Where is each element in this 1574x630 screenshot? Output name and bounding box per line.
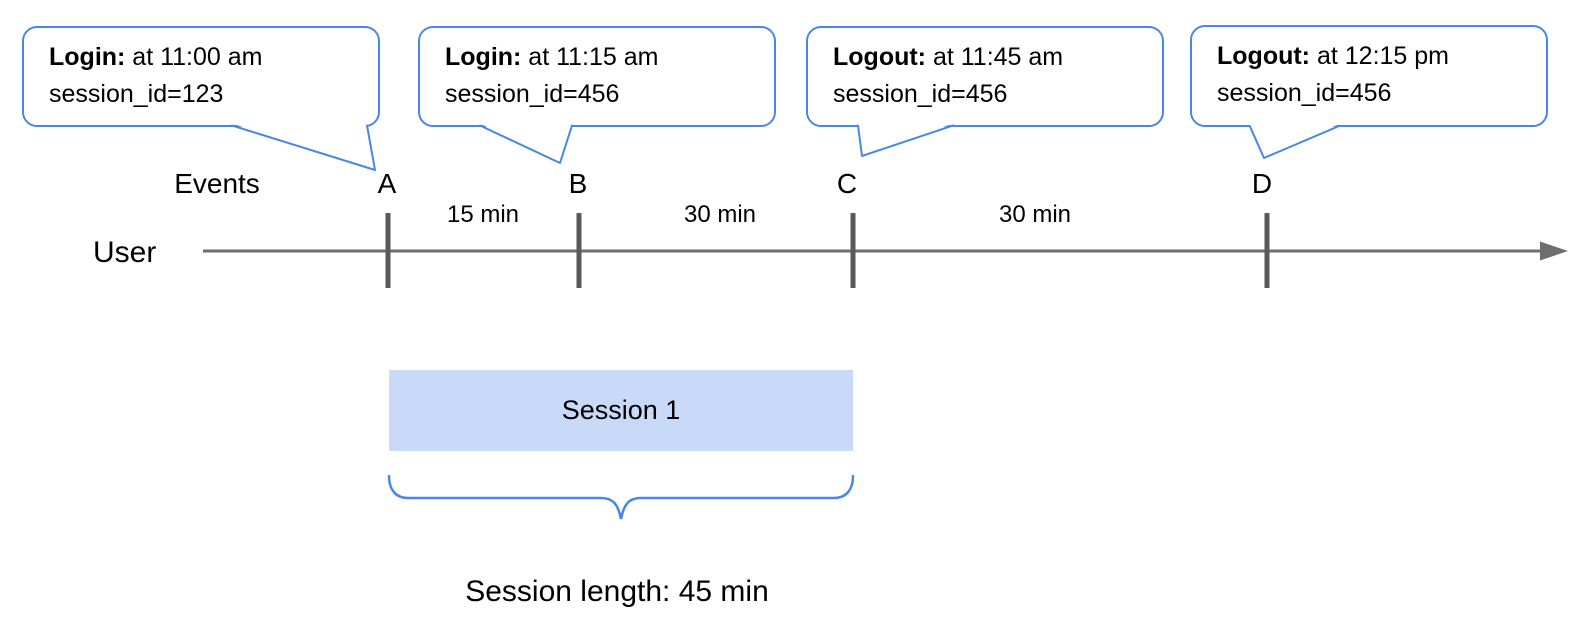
callout-text: Logout: at 12:15 pm session_id=456 xyxy=(1192,27,1546,112)
event-time-line: Login: at 11:15 am xyxy=(445,43,659,71)
event-time-line: Logout: at 12:15 pm xyxy=(1217,42,1449,70)
event-time-line: Login: at 11:00 am xyxy=(49,43,263,71)
event-type: Logout: xyxy=(833,43,927,71)
tick-label-b: B xyxy=(568,168,588,199)
session-box: Session 1 xyxy=(389,370,853,451)
tick-label-d: D xyxy=(1251,168,1273,199)
callout-login-b: Login: at 11:15 am session_id=456 xyxy=(418,26,776,127)
callout-tail-c xyxy=(857,123,954,157)
interval-c-d: 30 min xyxy=(998,201,1072,228)
session-box-label: Session 1 xyxy=(561,395,681,425)
event-time-line: Logout: at 11:45 am xyxy=(833,43,1064,71)
arrowhead-icon xyxy=(1540,241,1568,261)
session-brace xyxy=(387,474,855,520)
callout-tail-a xyxy=(231,123,376,171)
interval-a-b: 15 min xyxy=(446,201,520,228)
callout-logout-c: Logout: at 11:45 am session_id=456 xyxy=(806,26,1164,127)
session-id-line: session_id=456 xyxy=(445,80,620,108)
timeline-arrow xyxy=(203,241,1568,261)
callout-text: Login: at 11:00 am session_id=123 xyxy=(24,28,378,113)
tick-label-c: C xyxy=(836,168,858,199)
user-label: User xyxy=(93,236,157,269)
session-id-line: session_id=456 xyxy=(833,80,1008,108)
session-id-line: session_id=456 xyxy=(1217,79,1392,107)
interval-b-c: 30 min xyxy=(683,201,757,228)
event-type: Logout: xyxy=(1217,42,1311,70)
session-length-caption: Session length: 45 min xyxy=(465,575,769,608)
callout-text: Login: at 11:15 am session_id=456 xyxy=(420,28,774,113)
events-label: Events xyxy=(174,168,260,199)
callout-logout-d: Logout: at 12:15 pm session_id=456 xyxy=(1190,25,1548,127)
callout-tail-b xyxy=(479,123,573,164)
tick-label-a: A xyxy=(377,168,397,199)
callout-tail-d xyxy=(1249,124,1339,159)
event-type: Login: xyxy=(445,43,522,71)
callout-login-a: Login: at 11:00 am session_id=123 xyxy=(22,26,380,127)
callout-text: Logout: at 11:45 am session_id=456 xyxy=(808,28,1162,113)
session-id-line: session_id=123 xyxy=(49,80,224,108)
event-type: Login: xyxy=(49,43,126,71)
